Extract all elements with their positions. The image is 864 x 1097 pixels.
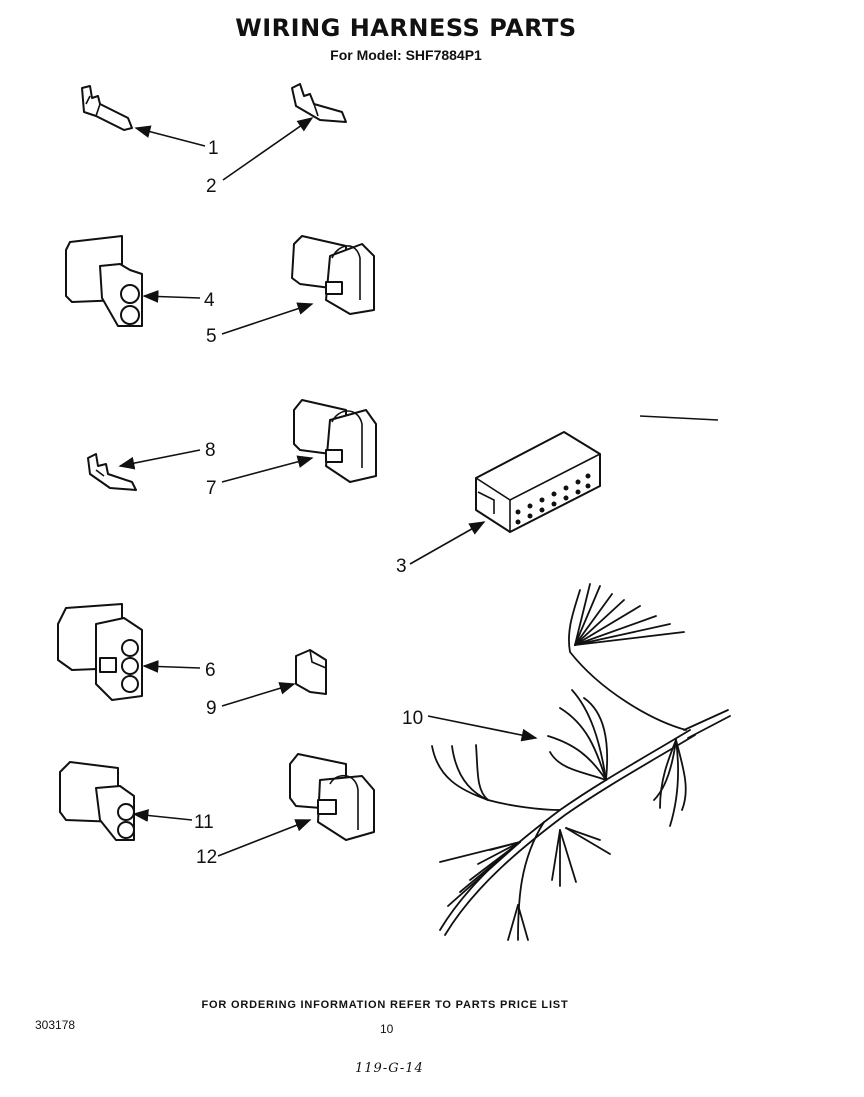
- callout-7: 7: [206, 478, 217, 499]
- page-title: WIRING HARNESS PARTS: [235, 14, 577, 42]
- housing-part-12: [289, 753, 375, 841]
- wiring-harness-part-10: [431, 583, 731, 941]
- document-number: 303178: [35, 1018, 76, 1032]
- terminal-part-8: [87, 453, 137, 491]
- callout-5: 5: [206, 326, 217, 347]
- callout-10: 10: [402, 708, 423, 729]
- housing-part-11: [59, 761, 135, 841]
- page-number: 10: [380, 1022, 394, 1036]
- terminal-part-1: [81, 85, 133, 131]
- terminal-part-2: [291, 83, 347, 123]
- small-connector-part-9: [295, 649, 327, 695]
- callout-12: 12: [196, 847, 217, 868]
- callout-11: 11: [194, 812, 214, 833]
- callout-9: 9: [206, 698, 217, 719]
- housing-part-6: [57, 603, 143, 701]
- housing-part-4: [65, 235, 143, 327]
- callout-6: 6: [205, 660, 216, 681]
- callout-8: 8: [205, 440, 216, 461]
- callout-1: 1: [208, 138, 219, 159]
- callout-2: 2: [206, 176, 217, 197]
- housing-part-5: [291, 235, 375, 315]
- housing-part-7: [293, 399, 377, 483]
- callout-3: 3: [396, 556, 407, 577]
- ordering-note: FOR ORDERING INFORMATION REFER TO PARTS …: [201, 999, 569, 1011]
- callout-4: 4: [204, 290, 215, 311]
- connector-block-part-3: [475, 431, 601, 533]
- leader-arrows: [118, 117, 719, 857]
- model-subtitle: For Model: SHF7884P1: [330, 47, 482, 63]
- handwritten-code: 119-G-14: [355, 1061, 424, 1076]
